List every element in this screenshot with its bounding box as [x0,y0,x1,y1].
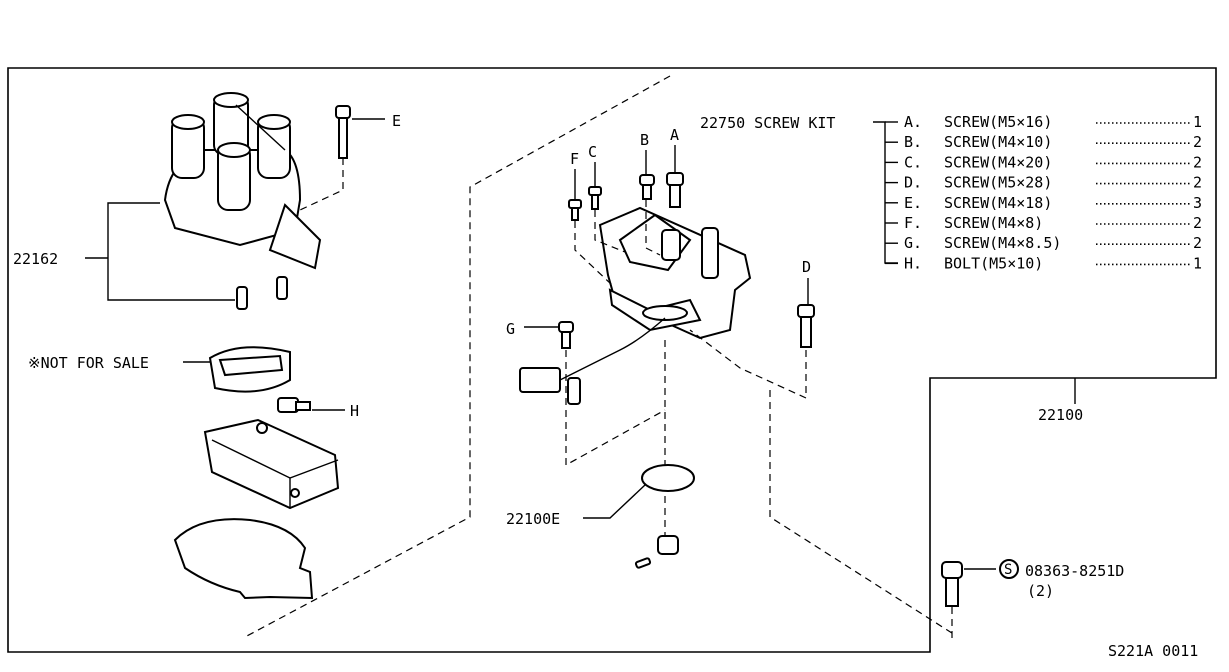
distributor-cap[interactable] [163,92,322,310]
screw-kit-item-letter: G. [904,234,922,252]
screw-kit-item: A. SCREW(M5×16) 1 [885,113,1202,131]
screw-kit-item-letter: D. [904,174,922,192]
screw-kit-item-letter: H. [904,254,922,272]
screw-kit-item: E. SCREW(M4×18) 3 [885,194,1202,212]
screw-kit-item: B. SCREW(M4×10) 2 [885,133,1202,151]
callout-a: A [670,126,679,144]
part-number-22100e: 22100E [506,510,560,528]
standard-part-symbol-letter: S [1004,562,1012,578]
callout-h: H [350,402,359,420]
screw-kit-item: D. SCREW(M5×28) 2 [885,174,1202,192]
screw-kit-item-quantity: 2 [1193,214,1202,232]
screw-kit-item-letter: F. [904,214,922,232]
screw-kit-item-letter: A. [904,113,922,131]
screw-kit-item-description: SCREW(M4×10) [944,133,1052,151]
screw-e[interactable] [335,105,351,159]
screw-kit-item-description: BOLT(M5×10) [944,254,1043,272]
screw-kit-item-description: SCREW(M5×28) [944,174,1052,192]
ignition-module[interactable] [203,418,340,510]
exploded-outline-right [769,390,956,636]
screw-kit-item-letter: E. [904,194,922,212]
part-number-22162: 22162 [13,250,58,268]
not-for-sale-label: ※NOT FOR SALE [28,354,149,372]
standard-bolt[interactable] [941,561,963,607]
gasket[interactable] [173,518,314,600]
standard-part-quantity: (2) [1027,582,1054,600]
screw-kit-item-quantity: 1 [1193,113,1202,131]
pin[interactable] [634,557,652,569]
screw-kit-list: A.SCREW(M5×16)1B.SCREW(M4×10)2C.SCREW(M4… [885,113,1202,272]
screw-kit-item-description: SCREW(M5×16) [944,113,1052,131]
screw-kit-item: C. SCREW(M4×20) 2 [885,153,1202,171]
exploded-outline [244,75,671,638]
standard-part-number: 08363-8251D [1025,562,1124,580]
screw-kit-item: G. SCREW(M4×8.5) 2 [885,234,1202,252]
connector[interactable] [519,317,666,405]
screw-kit-item-description: SCREW(M4×8) [944,214,1043,232]
screw-kit-item-quantity: 2 [1193,133,1202,151]
screw-g[interactable] [558,321,574,349]
screw-kit-item-quantity: 2 [1193,174,1202,192]
o-ring-seal[interactable] [641,464,695,492]
screw-kit-item-quantity: 2 [1193,234,1202,252]
diagram-code: S221A 0011 [1108,642,1198,660]
callout-f: F [570,150,579,168]
distributor-body[interactable] [598,206,752,340]
callout-b: B [640,131,649,149]
screw-c[interactable] [588,186,602,210]
screw-kit-item: H. BOLT(M5×10) 1 [885,254,1202,272]
callout-c: C [588,143,597,161]
screw-kit-item-quantity: 2 [1193,153,1202,171]
screw-kit-item-description: SCREW(M4×18) [944,194,1052,212]
screw-f[interactable] [568,199,582,221]
screw-kit-item-letter: C. [904,153,922,171]
callout-g: G [506,320,515,338]
screw-b[interactable] [639,174,655,200]
part-number-22100: 22100 [1038,406,1083,424]
screw-d[interactable] [797,304,815,348]
standard-part-symbol [999,559,1019,579]
callout-e: E [392,112,401,130]
screw-kit-label: 22750 SCREW KIT [700,114,835,132]
coupling[interactable] [657,535,679,555]
screw-kit-item-quantity: 3 [1193,194,1202,212]
screw-kit-item-letter: B. [904,133,922,151]
screw-kit-item: F. SCREW(M4×8) 2 [885,214,1202,232]
screw-a[interactable] [666,172,684,208]
rotor[interactable] [208,346,311,413]
callout-d: D [802,258,811,276]
screw-kit-item-description: SCREW(M4×20) [944,153,1052,171]
screw-kit-item-quantity: 1 [1193,254,1202,272]
screw-kit-item-description: SCREW(M4×8.5) [944,234,1061,252]
diagram-frame [7,67,1217,653]
